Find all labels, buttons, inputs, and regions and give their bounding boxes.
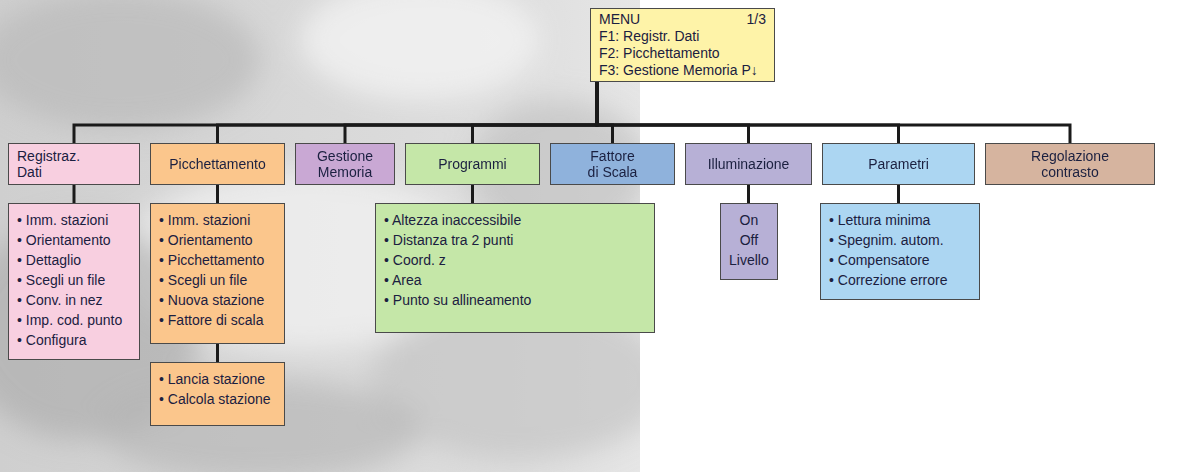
- menu-category-title: Registraz. Dati: [17, 148, 92, 180]
- submenu-list-box: • Lancia stazione• Calcola stazione: [150, 362, 285, 426]
- menu-tree-line: [216, 185, 219, 203]
- submenu-item: • Conv. in nez: [17, 290, 131, 310]
- menu-tree-line: [473, 82, 598, 143]
- menu-category-title: Illuminazione: [708, 156, 790, 172]
- submenu-item: • Lettura minima: [829, 210, 971, 230]
- menu-category-box: Fattore di Scala: [550, 143, 675, 185]
- submenu-item: • Altezza inaccessibile: [384, 210, 646, 230]
- submenu-item: Livello: [729, 250, 769, 270]
- menu-screen-text: F3: Gestione Memoria P↓: [599, 62, 758, 79]
- submenu-item: • Calcola stazione: [159, 389, 276, 409]
- menu-category-title: Picchettamento: [169, 156, 266, 172]
- submenu-item: • Correzione errore: [829, 270, 971, 290]
- menu-tree-line: [471, 185, 474, 203]
- submenu-item: • Dettaglio: [17, 250, 131, 270]
- menu-tree-line: [597, 82, 749, 143]
- menu-screen-text: F1: Registr. Dati: [599, 28, 699, 45]
- submenu-item: • Punto su allineamento: [384, 290, 646, 310]
- submenu-list-box: OnOffLivello: [720, 203, 778, 280]
- menu-tree-line: [218, 82, 598, 143]
- menu-category-box: Illuminazione: [685, 143, 812, 185]
- submenu-item: • Distanza tra 2 punti: [384, 230, 646, 250]
- submenu-list-box: • Altezza inaccessibile• Distanza tra 2 …: [375, 203, 655, 333]
- submenu-item: • Spegnim. autom.: [829, 230, 971, 250]
- submenu-item: • Imm. stazioni: [17, 210, 131, 230]
- menu-screen-row: F2: Picchettamento: [599, 45, 766, 62]
- submenu-item: • Fattore di scala: [159, 310, 276, 330]
- menu-category-title: Regolazione contrasto: [1025, 148, 1115, 180]
- submenu-item: • Picchettamento: [159, 250, 276, 270]
- menu-category-box: Gestione Memoria: [295, 143, 395, 185]
- menu-category-box: Regolazione contrasto: [985, 143, 1155, 185]
- submenu-item: • Imm. stazioni: [159, 210, 276, 230]
- submenu-list-box: • Lettura minima• Spegnim. autom.• Compe…: [820, 203, 980, 300]
- submenu-item: • Nuova stazione: [159, 290, 276, 310]
- submenu-item: • Configura: [17, 330, 131, 350]
- menu-screen-row: MENU 1/3: [599, 11, 766, 28]
- submenu-item: Off: [729, 230, 769, 250]
- menu-screen-text: 1/3: [747, 11, 766, 28]
- menu-screen-box: MENU 1/3F1: Registr. DatiF2: Picchettamen…: [590, 8, 775, 82]
- menu-screen-row: F1: Registr. Dati: [599, 28, 766, 45]
- menu-category-box: Programmi: [405, 143, 540, 185]
- submenu-list-box: • Imm. stazioni• Orientamento• Dettaglio…: [8, 203, 140, 360]
- submenu-list-box: • Imm. stazioni• Orientamento• Picchetta…: [150, 203, 285, 344]
- menu-screen-text: MENU: [599, 11, 640, 28]
- menu-category-title: Gestione Memoria: [310, 148, 380, 180]
- rock-photo: [0, 0, 640, 472]
- submenu-item: • Lancia stazione: [159, 369, 276, 389]
- submenu-item: • Orientamento: [159, 230, 276, 250]
- menu-tree-line: [597, 82, 1070, 143]
- submenu-item: On: [729, 210, 769, 230]
- submenu-item: • Area: [384, 270, 646, 290]
- menu-screen-text: F2: Picchettamento: [599, 45, 720, 62]
- menu-tree-line: [74, 82, 597, 143]
- submenu-item: • Compensatore: [829, 250, 971, 270]
- menu-category-box: Parametri: [822, 143, 975, 185]
- menu-tree-line: [747, 185, 750, 203]
- menu-category-title: Programmi: [438, 156, 506, 172]
- menu-tree-line: [345, 82, 597, 143]
- menu-category-box: Picchettamento: [150, 143, 285, 185]
- menu-category-title: Fattore di Scala: [586, 148, 640, 180]
- menu-tree-line: [597, 82, 899, 143]
- menu-tree-line: [73, 185, 76, 203]
- menu-tree-line: [597, 82, 613, 143]
- submenu-item: • Imp. cod. punto: [17, 310, 131, 330]
- menu-tree-line: [897, 185, 900, 203]
- submenu-item: • Scegli un file: [17, 270, 131, 290]
- menu-category-title: Parametri: [868, 156, 929, 172]
- submenu-item: • Scegli un file: [159, 270, 276, 290]
- submenu-item: • Orientamento: [17, 230, 131, 250]
- menu-screen-row: F3: Gestione Memoria P↓: [599, 62, 766, 79]
- menu-category-box: Registraz. Dati: [8, 143, 140, 185]
- menu-tree-line: [216, 344, 219, 362]
- submenu-item: • Coord. z: [384, 250, 646, 270]
